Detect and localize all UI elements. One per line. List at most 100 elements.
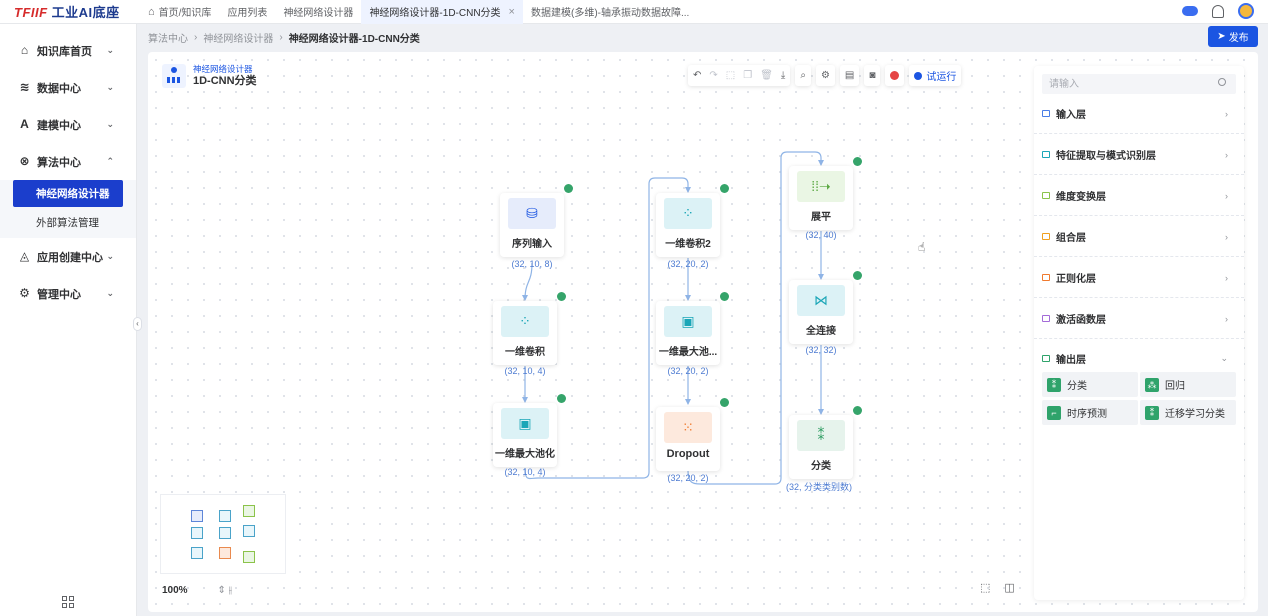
chevron-right-icon: › xyxy=(1225,149,1228,160)
screenshot-tool[interactable]: ◙ xyxy=(864,65,881,86)
classify-icon: ⁑ xyxy=(1047,377,1061,392)
layer-item-regression[interactable]: ⁂回归 xyxy=(1140,372,1236,397)
node-flatten[interactable]: ⁞⁞➝ 展平 xyxy=(789,157,862,230)
status-ok-icon xyxy=(853,406,862,415)
node-conv1d-2[interactable]: ⁘ 一维卷积2 xyxy=(656,184,729,257)
tab-1d-cnn[interactable]: 神经网络设计器-1D-CNN分类× xyxy=(361,0,523,24)
minimap-node xyxy=(243,505,255,517)
zoom-level: 100% xyxy=(162,584,188,596)
sidebar-item-app-creation[interactable]: ◬应用创建中心⌄ xyxy=(19,249,114,264)
canvas-bottom-actions: ⬚ ◫ xyxy=(980,581,1015,594)
node-sequence-input[interactable]: ⛁ 序列输入 xyxy=(500,184,573,257)
category-regularization-layer[interactable]: 正则化层› xyxy=(1034,258,1244,298)
publish-button[interactable]: ➤发布 xyxy=(1208,26,1258,47)
minimap-node xyxy=(219,510,231,522)
minimap-node xyxy=(219,527,231,539)
category-input-layer[interactable]: 输入层› xyxy=(1034,94,1244,134)
square-icon xyxy=(1042,315,1050,322)
node-output-shape: (32, 20, 2) xyxy=(667,259,709,269)
minimap-node xyxy=(191,527,203,539)
minimap-node xyxy=(243,551,255,563)
download-icon[interactable]: ⤓ xyxy=(780,70,786,81)
copy-icon[interactable]: ❐ xyxy=(743,70,753,81)
conv-icon: ⁘ xyxy=(501,306,549,337)
breadcrumb-separator: › xyxy=(194,32,198,43)
status-ok-icon xyxy=(720,398,729,407)
zoom-control[interactable]: 100% ⇕ ⫲ xyxy=(162,580,258,600)
chevron-down-icon: ⌄ xyxy=(106,288,114,298)
sidebar-item-external-algorithms[interactable]: 外部算法管理 xyxy=(36,217,99,229)
square-icon xyxy=(1042,192,1050,199)
bell-icon[interactable] xyxy=(1212,4,1224,18)
layer-search-input[interactable] xyxy=(1042,74,1236,94)
toggle-panel-icon[interactable]: ◫ xyxy=(1004,582,1015,594)
chevron-right-icon: › xyxy=(1225,272,1228,283)
pool-icon: ▣ xyxy=(501,408,549,439)
search-tool[interactable]: ⌕ xyxy=(795,65,811,86)
sidebar-item-data-center[interactable]: ≋数据中心⌄ xyxy=(19,80,114,95)
tab-data-modeling[interactable]: 数据建模(多维)-轴承振动数据故障... xyxy=(530,8,690,19)
node-classification[interactable]: ⁑ 分类 xyxy=(789,406,862,479)
apps-grid-icon[interactable] xyxy=(62,596,74,608)
layer-item-time-series[interactable]: ⌐时序预测 xyxy=(1042,400,1138,425)
category-activation-layer[interactable]: 激活函数层› xyxy=(1034,299,1244,339)
minimap-node xyxy=(219,547,231,559)
gear-icon: ⚙ xyxy=(820,70,830,81)
breadcrumb-separator: › xyxy=(279,32,283,43)
breadcrumb: 算法中心 › 神经网络设计器 › 神经网络设计器-1D-CNN分类 xyxy=(148,30,420,45)
category-feature-layer[interactable]: 特征提取与模式识别层› xyxy=(1034,135,1244,175)
status-ok-icon xyxy=(557,394,566,403)
avatar[interactable] xyxy=(1238,3,1254,19)
fit-view-icon[interactable]: ⬚ xyxy=(980,582,991,594)
chevron-right-icon: › xyxy=(1225,108,1228,119)
node-maxpool1d[interactable]: ▣ 一维最大池化 xyxy=(493,394,566,467)
minimap[interactable] xyxy=(160,494,286,574)
trial-run-button[interactable]: 试运行 xyxy=(909,65,962,86)
zoom-stepper-icon[interactable]: ⇕ ⫲ xyxy=(217,584,232,596)
sidebar-item-management[interactable]: ⚙管理中心⌄ xyxy=(19,286,114,301)
node-dense[interactable]: ⋈ 全连接 xyxy=(789,271,862,344)
status-ok-icon xyxy=(720,184,729,193)
status-ok-icon xyxy=(720,292,729,301)
node-maxpool1d-2[interactable]: ▣ 一维最大池... xyxy=(656,292,729,365)
sidebar-item-knowledge-home[interactable]: ⌂知识库首页⌄ xyxy=(0,32,136,69)
layer-item-transfer-learning[interactable]: ⁑迁移学习分类 xyxy=(1140,400,1236,425)
layer-item-classification[interactable]: ⁑分类 xyxy=(1042,372,1138,397)
undo-icon[interactable]: ↶ xyxy=(693,70,702,81)
tab-app-list[interactable]: 应用列表 xyxy=(227,8,268,19)
conv-icon: ⁘ xyxy=(664,198,712,229)
project-category: 神经网络设计器 xyxy=(193,64,253,74)
square-icon xyxy=(1042,233,1050,240)
close-icon[interactable]: × xyxy=(508,5,515,18)
select-area-icon[interactable]: ⬚ xyxy=(725,70,736,81)
output-layer-items: ⁑分类 ⁂回归 ⌐时序预测 ⁑迁移学习分类 xyxy=(1042,372,1236,425)
category-output-layer[interactable]: 输出层⌄ xyxy=(1034,340,1244,376)
category-reshape-layer[interactable]: 维度变换层› xyxy=(1034,176,1244,216)
save-tool[interactable]: ▤ xyxy=(839,65,860,86)
vip-icon[interactable] xyxy=(1182,6,1198,16)
chevron-down-icon: ⌄ xyxy=(106,82,114,92)
breadcrumb-item[interactable]: 神经网络设计器 xyxy=(203,34,274,45)
node-output-shape: (32, 10, 8) xyxy=(511,259,553,269)
category-merge-layer[interactable]: 组合层› xyxy=(1034,217,1244,257)
sidebar-collapse-button[interactable]: ‹ xyxy=(133,317,142,331)
node-output-shape: (32, 32) xyxy=(805,345,837,355)
delete-icon[interactable]: 🗑 xyxy=(760,70,773,81)
settings-tool[interactable]: ⚙ xyxy=(815,65,835,86)
sidebar-item-algorithm-center[interactable]: ⊗算法中心⌃ xyxy=(19,154,114,169)
sidebar-item-nn-designer[interactable]: 神经网络设计器 xyxy=(13,180,123,207)
app-logo[interactable]: TFIIF 工业AI底座 xyxy=(14,5,120,20)
chevron-down-icon: ⌄ xyxy=(106,119,114,129)
pool-icon: ▣ xyxy=(664,306,712,337)
database-icon: ≋ xyxy=(19,80,30,94)
tab-home[interactable]: ⌂首页/知识库 xyxy=(148,5,212,20)
tab-nn-designer[interactable]: 神经网络设计器 xyxy=(283,8,354,19)
stop-tool[interactable] xyxy=(885,65,905,86)
node-conv1d[interactable]: ⁘ 一维卷积 xyxy=(493,292,566,365)
redo-icon[interactable]: ↷ xyxy=(709,70,718,81)
regression-icon: ⁂ xyxy=(1145,377,1159,392)
node-dropout[interactable]: ⁙ Dropout xyxy=(656,398,729,471)
app-icon: ◬ xyxy=(19,249,30,263)
breadcrumb-item[interactable]: 算法中心 xyxy=(148,34,188,45)
